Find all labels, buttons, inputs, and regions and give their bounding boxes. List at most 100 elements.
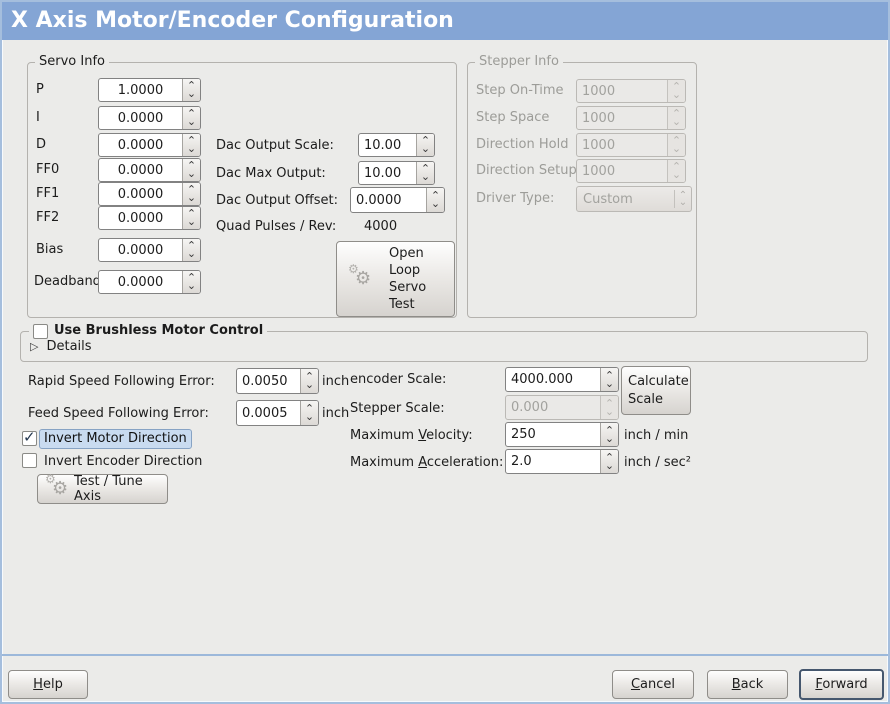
spin-buttons[interactable]	[182, 79, 200, 101]
direction-setup-label: Direction Setup	[476, 163, 577, 178]
p-value[interactable]: 1.0000	[117, 82, 164, 98]
step-space-label: Step Space	[476, 110, 550, 125]
spin-buttons[interactable]	[182, 107, 200, 129]
spin-down-icon[interactable]	[187, 170, 196, 178]
spin-down-icon[interactable]	[305, 413, 314, 421]
spin-buttons[interactable]	[416, 162, 434, 184]
calculate-scale-button[interactable]: Calculate Scale	[621, 366, 691, 415]
rapid-following-error-spinbox[interactable]: 0.0050	[236, 368, 319, 394]
ff2-spinbox[interactable]: 0.0000	[98, 206, 201, 230]
title-bar: X Axis Motor/Encoder Configuration	[2, 2, 888, 40]
spin-down-icon[interactable]	[605, 380, 614, 388]
forward-label: Forward	[815, 677, 868, 692]
back-button[interactable]: Back	[707, 670, 788, 699]
step-on-time-value: 1000	[582, 83, 616, 99]
cancel-button[interactable]: Cancel	[612, 670, 694, 699]
test-tune-axis-label: Test / Tune Axis	[74, 474, 143, 504]
spin-buttons[interactable]	[182, 183, 200, 205]
d-value[interactable]: 0.0000	[117, 137, 164, 153]
rapid-following-error-unit: inch	[322, 374, 350, 389]
invert-encoder-label[interactable]: Invert Encoder Direction	[44, 454, 203, 469]
help-label: Help	[33, 677, 63, 692]
invert-encoder-checkbox[interactable]	[22, 453, 37, 468]
ff2-value[interactable]: 0.0000	[117, 210, 164, 226]
bias-spinbox[interactable]: 0.0000	[98, 238, 201, 262]
spin-down-icon[interactable]	[421, 145, 430, 153]
spin-buttons[interactable]	[300, 401, 318, 425]
spin-buttons[interactable]	[182, 159, 200, 181]
spin-down-icon[interactable]	[605, 435, 614, 443]
invert-motor-label[interactable]: Invert Motor Direction	[39, 429, 192, 449]
feed-following-error-value[interactable]: 0.0005	[242, 405, 288, 421]
ff1-spinbox[interactable]: 0.0000	[98, 182, 201, 206]
feed-following-error-label: Feed Speed Following Error:	[28, 406, 209, 421]
help-button[interactable]: Help	[8, 670, 88, 699]
dac-output-offset-spinbox[interactable]: 0.0000	[350, 187, 445, 213]
spin-buttons[interactable]	[416, 134, 434, 156]
bias-label: Bias	[36, 242, 64, 257]
spin-buttons[interactable]	[182, 134, 200, 156]
spin-down-icon[interactable]	[187, 194, 196, 202]
ff1-value[interactable]: 0.0000	[117, 186, 164, 202]
p-label: P	[36, 82, 44, 97]
max-acceleration-spinbox[interactable]: 2.0	[505, 449, 619, 474]
spin-down-icon[interactable]	[187, 145, 196, 153]
stepper-scale-spinbox: 0.000	[505, 395, 619, 420]
rapid-following-error-value[interactable]: 0.0050	[242, 373, 288, 389]
footer-separator	[2, 654, 888, 656]
test-tune-axis-button[interactable]: Test / Tune Axis	[37, 472, 168, 504]
i-spinbox[interactable]: 0.0000	[98, 106, 201, 130]
use-brushless-checkbox[interactable]	[33, 323, 48, 339]
open-loop-servo-test-button[interactable]: Open Loop Servo Test	[336, 241, 455, 317]
stepper-info-frame-title: Stepper Info	[475, 54, 563, 70]
direction-hold-value: 1000	[582, 137, 616, 153]
max-velocity-spinbox[interactable]: 250	[505, 422, 619, 447]
spin-down-icon[interactable]	[605, 462, 614, 470]
dac-output-scale-spinbox[interactable]: 10.00	[358, 133, 435, 157]
dac-output-scale-value[interactable]: 10.00	[364, 137, 402, 153]
spin-down-icon[interactable]	[187, 250, 196, 258]
i-value[interactable]: 0.0000	[117, 110, 164, 126]
forward-button[interactable]: Forward	[799, 669, 884, 700]
spin-down-icon[interactable]	[187, 90, 196, 98]
spin-buttons[interactable]	[600, 423, 618, 446]
dac-output-offset-value[interactable]: 0.0000	[356, 192, 402, 208]
encoder-scale-value[interactable]: 4000.000	[511, 372, 574, 387]
max-acceleration-unit: inch / sec²	[624, 455, 692, 470]
ff0-value[interactable]: 0.0000	[117, 162, 164, 178]
dac-max-output-spinbox[interactable]: 10.00	[358, 161, 435, 185]
spin-buttons[interactable]	[600, 368, 618, 391]
spin-down-icon[interactable]	[305, 381, 314, 389]
spin-buttons[interactable]	[182, 207, 200, 229]
max-velocity-value[interactable]: 250	[511, 427, 536, 442]
d-label: D	[36, 137, 47, 152]
spin-buttons[interactable]	[182, 239, 200, 261]
d-spinbox[interactable]: 0.0000	[98, 133, 201, 157]
max-acceleration-value[interactable]: 2.0	[511, 454, 532, 469]
deadband-value[interactable]: 0.0000	[117, 274, 164, 290]
spin-buttons[interactable]	[300, 369, 318, 393]
ff0-spinbox[interactable]: 0.0000	[98, 158, 201, 182]
driver-type-value: Custom	[583, 191, 633, 207]
spin-down-icon[interactable]	[187, 282, 196, 290]
invert-motor-checkbox[interactable]	[22, 428, 37, 446]
p-spinbox[interactable]: 1.0000	[98, 78, 201, 102]
spin-down-icon[interactable]	[421, 173, 430, 181]
spin-buttons[interactable]	[426, 188, 444, 212]
feed-following-error-spinbox[interactable]: 0.0005	[236, 400, 319, 426]
i-label: I	[36, 110, 40, 125]
details-expander[interactable]: Details	[30, 339, 91, 354]
encoder-scale-spinbox[interactable]: 4000.000	[505, 367, 619, 392]
deadband-spinbox[interactable]: 0.0000	[98, 270, 201, 294]
spin-down-icon[interactable]	[431, 200, 440, 208]
expander-triangle-icon[interactable]	[30, 340, 38, 353]
spin-down-icon[interactable]	[187, 118, 196, 126]
combo-arrows-icon	[675, 192, 691, 206]
spin-buttons	[667, 107, 685, 129]
bias-value[interactable]: 0.0000	[117, 242, 164, 258]
spin-buttons	[667, 134, 685, 156]
dac-max-output-value[interactable]: 10.00	[364, 165, 402, 181]
spin-buttons[interactable]	[600, 450, 618, 473]
spin-down-icon[interactable]	[187, 218, 196, 226]
spin-buttons[interactable]	[182, 271, 200, 293]
